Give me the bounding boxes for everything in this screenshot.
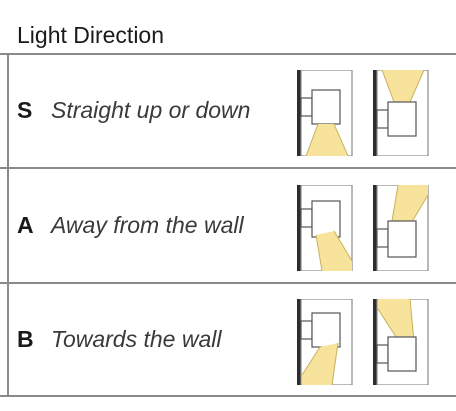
straight-down-diagram-icon (297, 70, 353, 156)
table-divider (0, 53, 456, 55)
page-title: Light Direction (17, 22, 165, 48)
row-letter: A (17, 212, 34, 238)
towards-up-diagram-icon (373, 299, 429, 385)
away-down-diagram-icon (297, 185, 353, 271)
table-divider (0, 282, 456, 284)
table-row: B Towards the wall (0, 282, 456, 396)
table-row: A Away from the wall (0, 167, 456, 281)
straight-up-diagram-icon (373, 70, 429, 156)
table-divider (0, 395, 456, 397)
away-up-diagram-icon (373, 185, 429, 271)
row-description: Away from the wall (51, 212, 244, 238)
row-description: Towards the wall (51, 326, 222, 352)
table-row: S Straight up or down (0, 53, 456, 167)
towards-down-diagram-icon (297, 299, 353, 385)
table-divider (0, 167, 456, 169)
row-description: Straight up or down (51, 97, 251, 123)
row-letter: B (17, 326, 34, 352)
table-border-left (7, 53, 9, 396)
row-letter: S (17, 97, 33, 123)
light-direction-table: S Straight up or down A Away from the wa… (0, 53, 456, 397)
